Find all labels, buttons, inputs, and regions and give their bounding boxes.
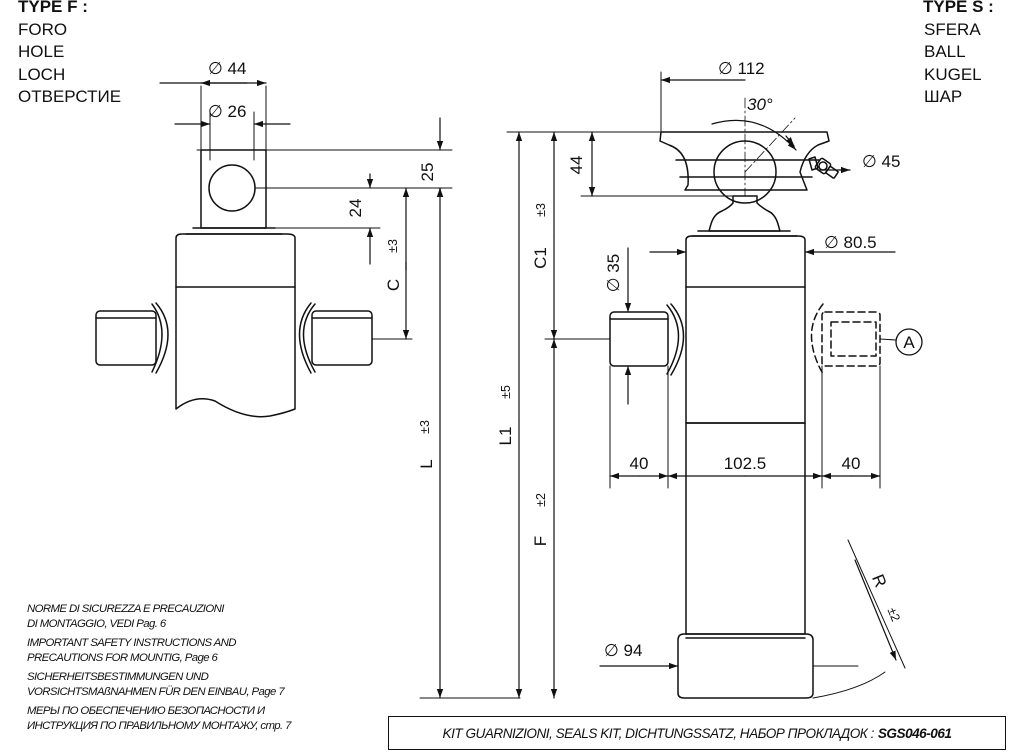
type-s-title: TYPE S : xyxy=(923,0,994,16)
type-f-line-1: FORO xyxy=(18,19,68,39)
label-dim-24: 24 xyxy=(346,199,365,218)
note-de-line-2: VORSICHTSMAßNAHMEN FÜR DEN EINBAU, Page … xyxy=(27,685,285,698)
label-tol-f: ±2 xyxy=(534,493,548,507)
label-dim-r: R xyxy=(868,572,890,591)
label-dia-44: ∅ 44 xyxy=(208,59,246,78)
safety-notes: NORME DI SICUREZZA E PRECAUZIONI DI MONT… xyxy=(27,602,367,738)
label-tol-c1: ±3 xyxy=(534,203,548,217)
label-dim-102-5: 102.5 xyxy=(724,454,767,473)
type-s-line-4: ШАР xyxy=(924,87,963,106)
note-it-line-2: DI MONTAGGIO, VEDI Pag. 6 xyxy=(27,617,166,630)
right-cylinder-body xyxy=(609,131,881,699)
note-en: IMPORTANT SAFETY INSTRUCTIONS AND PRECAU… xyxy=(27,636,367,665)
type-f-line-3: LOCH xyxy=(18,64,66,84)
type-s-line-2: BALL xyxy=(924,42,966,61)
label-tol-r: ±2 xyxy=(885,605,903,623)
label-dia-45: ∅ 45 xyxy=(862,152,900,171)
seals-kit-label: KIT GUARNIZIONI, SEALS KIT, DICHTUNGSSAT… xyxy=(442,725,875,741)
note-de: SICHERHEITSBESTIMMUNGEN UND VORSICHTSMAß… xyxy=(27,670,367,699)
note-de-line-1: SICHERHEITSBESTIMMUNGEN UND xyxy=(27,671,209,683)
callout-a-circle xyxy=(895,328,923,356)
label-dia-112: ∅ 112 xyxy=(718,59,765,78)
seals-kit-code: SGS046-061 xyxy=(877,725,952,741)
type-s-line-3: KUGEL xyxy=(924,64,982,84)
type-f-line-4: ОТВЕРСТИЕ xyxy=(18,87,122,106)
label-dim-f: F xyxy=(531,536,550,546)
type-f-legend: TYPE F : FORO HOLE LOCH ОТВЕРСТИЕ xyxy=(18,0,121,109)
label-tol-c: ±3 xyxy=(386,239,400,253)
type-f-title: TYPE F : xyxy=(18,0,88,16)
label-tol-l: ±3 xyxy=(418,420,432,434)
label-dia-94: ∅ 94 xyxy=(604,641,642,660)
type-s-line-1: SFERA xyxy=(924,19,981,39)
note-ru: МЕРЫ ПО ОБЕСПЕЧЕНИЮ БЕЗОПАСНОСТИ И ИНСТР… xyxy=(27,704,367,733)
label-dim-40-left: 40 xyxy=(630,454,649,473)
label-dia-80-5: ∅ 80.5 xyxy=(824,233,877,252)
label-dim-l: L xyxy=(417,459,436,468)
label-dim-l1: L1 xyxy=(496,427,515,446)
label-dim-40-right: 40 xyxy=(842,454,861,473)
label-dim-25: 25 xyxy=(418,163,437,182)
type-s-legend: TYPE S : SFERA BALL KUGEL ШАР xyxy=(923,0,994,109)
type-f-line-2: HOLE xyxy=(18,42,65,61)
label-tol-l1: ±5 xyxy=(499,385,513,399)
note-ru-line-1: МЕРЫ ПО ОБЕСПЕЧЕНИЮ БЕЗОПАСНОСТИ И xyxy=(27,705,265,717)
label-angle-30: 30° xyxy=(747,95,773,114)
note-it: NORME DI SICUREZZA E PRECAUZIONI DI MONT… xyxy=(27,602,367,631)
label-callout-a: A xyxy=(903,333,915,352)
note-en-line-1: IMPORTANT SAFETY INSTRUCTIONS AND xyxy=(27,637,236,649)
seals-kit-box: KIT GUARNIZIONI, SEALS KIT, DICHTUNGSSAT… xyxy=(388,716,1006,750)
label-dia-26: ∅ 26 xyxy=(208,102,246,121)
left-cylinder-body xyxy=(95,149,373,418)
note-it-line-1: NORME DI SICUREZZA E PRECAUZIONI xyxy=(27,603,224,615)
label-dia-35: ∅ 35 xyxy=(604,254,623,292)
label-dim-c: C xyxy=(384,279,403,291)
note-en-line-2: PRECAUTIONS FOR MOUNTIG, Page 6 xyxy=(27,651,218,664)
label-dim-c1: C1 xyxy=(531,247,550,269)
label-dim-44: 44 xyxy=(567,156,586,175)
note-ru-line-2: ИНСТРУКЦИЯ ПО ПРАВИЛЬНОМУ МОНТАЖУ, стр. … xyxy=(27,719,291,732)
